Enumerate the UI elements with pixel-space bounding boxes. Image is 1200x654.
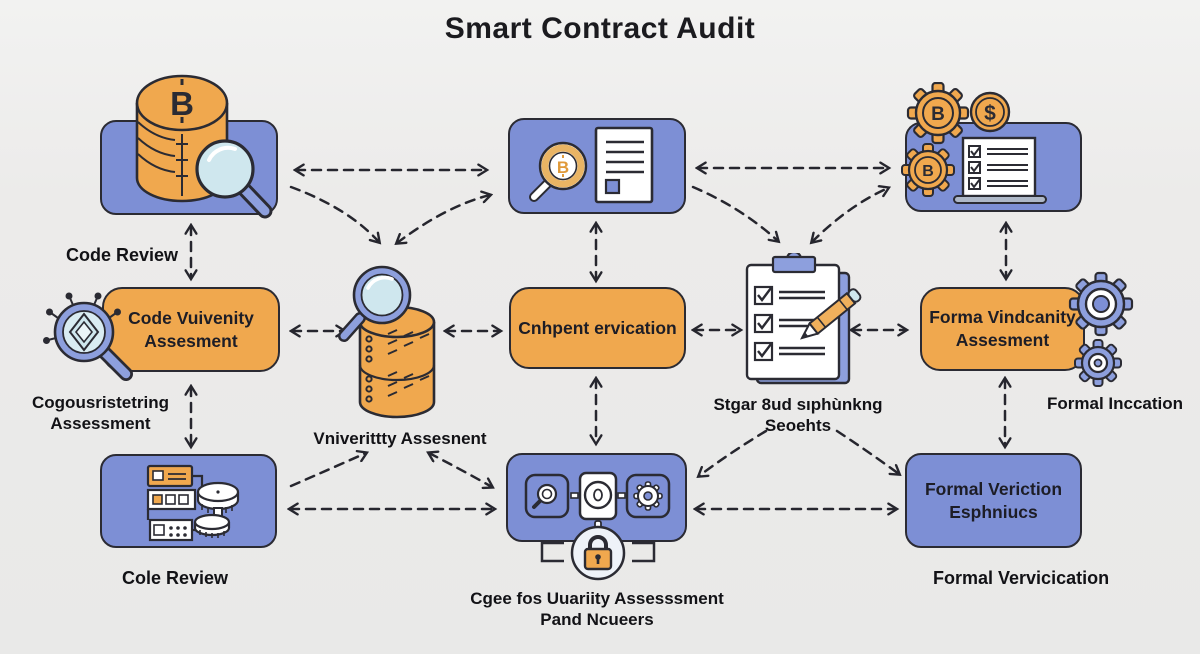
magnifier-icon	[195, 139, 273, 219]
node-title-line: Esphniucs	[949, 501, 1038, 522]
caption-clipboard: Stgar 8ud sıphùnkng Seoehts	[688, 395, 908, 436]
node-title-line: Assesment	[144, 330, 238, 351]
bitcoin-coin-stack-magnifier-icon: B	[135, 74, 273, 219]
bitcoin-gear-icon: B	[901, 143, 955, 197]
gear-tile-icon	[633, 481, 663, 511]
caption-database: Vniverittty Assesnent	[313, 429, 487, 448]
caption-bottom-center: Cgee fos Uuariity Assesssment Pand Ncuee…	[437, 589, 757, 630]
caption-line: Cgee fos Uuariity Assesssment	[470, 589, 724, 608]
caption-line: Seoehts	[764, 415, 832, 435]
padlock-icon	[570, 525, 626, 581]
document-icon	[594, 126, 654, 204]
dollar-coin-icon: $	[969, 91, 1011, 133]
dollar-symbol: $	[984, 102, 996, 125]
node-formal-validity-assessment: Forma Vindcanity Assesment	[920, 287, 1085, 371]
gears-icon	[1068, 271, 1134, 387]
bitcoin-symbol: B	[557, 158, 569, 177]
caption-line: Pand Ncueers	[540, 609, 654, 629]
bitcoin-magnifier-document-icon: B	[529, 126, 654, 204]
caption-code-review: Code Review	[66, 245, 179, 265]
magnifier-tile-icon	[524, 473, 570, 519]
caption-line: Stgar 8ud sıphùnkng	[713, 395, 883, 414]
caption-mid-right: Formal Inccation	[1046, 394, 1184, 413]
bitcoin-symbol: B	[922, 163, 934, 180]
node-title-line: Assesment	[955, 330, 1050, 350]
node-title-line: Cnhpent ervication	[518, 317, 677, 338]
node-title-line: Code Vuivenity	[128, 307, 254, 328]
diagram-title: Smart Contract Audit	[444, 12, 756, 45]
caption-mid-left: Cogousristetring Assessment	[8, 393, 193, 434]
node-code-vulnerability-assessment: Code Vuivenity Assesment	[102, 287, 280, 372]
bitcoin-symbol: B	[931, 104, 945, 125]
coin-stack-icon	[193, 481, 240, 538]
node-content-verification: Cnhpent ervication	[509, 287, 686, 369]
bug-magnifier-icon	[43, 292, 133, 381]
bitcoin-symbol: B	[170, 85, 194, 122]
bitcoin-gear-icon: B	[906, 82, 970, 145]
node-title-line: Formal Veriction	[924, 478, 1063, 499]
scan-tiles-padlock-icon	[524, 471, 671, 581]
caption-line: Cogousristetring	[32, 393, 169, 412]
crypto-gears-checklist-icon: B $ B	[901, 82, 1047, 204]
caption-line: Assessment	[50, 413, 151, 433]
database-magnifier-icon	[338, 265, 436, 419]
checklist-laptop-icon	[953, 136, 1047, 204]
bitcoin-magnifier-icon: B	[529, 141, 588, 202]
clipboard-checklist-pencil-icon	[745, 253, 862, 385]
node-title-line: Forma Vindcanity	[929, 307, 1076, 328]
caption-bottom-right: Formal Vervicication	[933, 568, 1110, 588]
server-coins-icon	[146, 464, 240, 542]
coin-tile-icon	[578, 471, 618, 521]
pencil-icon	[800, 288, 862, 340]
caption-bottom-left: Cole Review	[122, 568, 229, 588]
node-formal-verification: Formal Veriction Esphniucs	[905, 453, 1082, 548]
